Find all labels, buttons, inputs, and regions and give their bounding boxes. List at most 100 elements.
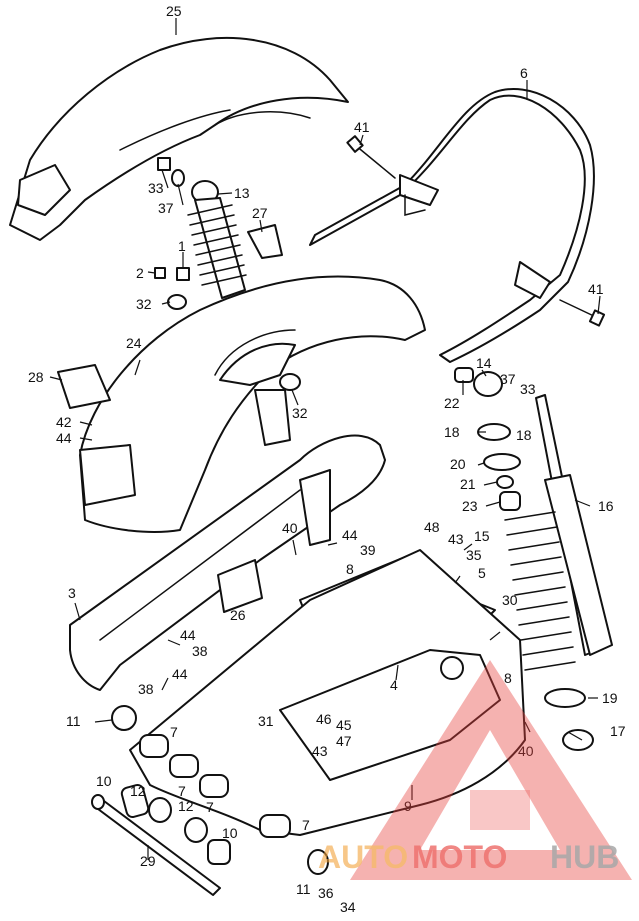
callout-1: 1 [178, 238, 186, 254]
callout-20: 20 [450, 456, 466, 472]
part-10-collar-b [207, 839, 231, 865]
callout-5: 5 [478, 565, 486, 581]
part-15-spring [504, 511, 576, 671]
part-13-shock-absorber [187, 180, 247, 299]
callout-45: 45 [336, 717, 352, 733]
part-17-adjuster [562, 729, 594, 751]
callout-35: 35 [466, 547, 482, 563]
callout-7b: 7 [178, 783, 186, 799]
callout-16: 16 [598, 498, 614, 514]
part-20-ring [483, 453, 521, 471]
callout-44c: 44 [180, 627, 196, 643]
callout-40b: 40 [518, 743, 534, 759]
callout-19: 19 [602, 690, 618, 706]
callout-39: 39 [360, 542, 376, 558]
callout-18b: 18 [516, 427, 532, 443]
callout-12b: 12 [178, 798, 194, 814]
watermark-logo: AUTO MOTO HUB [318, 660, 632, 880]
watermark-text-moto: MOTO [412, 839, 507, 875]
part-16-shock-absorber-body [535, 394, 613, 656]
callout-44a: 44 [56, 430, 72, 446]
part-32-bolt-right [279, 373, 301, 391]
part-3-chain-case [69, 434, 386, 691]
callout-17: 17 [610, 723, 626, 739]
part-21-collar [496, 475, 514, 489]
part-9-swing-arm [129, 549, 526, 836]
part-41-bolt-right [559, 299, 606, 327]
callout-42: 42 [56, 414, 72, 430]
callout-37b: 37 [500, 371, 516, 387]
part-7-bushing-b [169, 754, 199, 778]
callout-43b: 43 [312, 743, 328, 759]
callout-37a: 37 [158, 200, 174, 216]
part-10-collar-a [120, 784, 150, 818]
part-7-bushing-c [199, 774, 229, 798]
part-1-nut [176, 267, 190, 281]
callout-2: 2 [136, 265, 144, 281]
callout-34: 34 [340, 899, 356, 915]
callout-7a: 7 [170, 724, 178, 740]
part-2-washer [154, 267, 166, 279]
callout-21: 21 [460, 476, 476, 492]
callout-7d: 7 [302, 817, 310, 833]
callout-14: 14 [476, 355, 492, 371]
part-28-reflector [57, 364, 111, 409]
part-29-pivot-shaft [91, 794, 221, 896]
callout-7c: 7 [206, 799, 214, 815]
part-23-bump-stop [499, 491, 521, 511]
part-24-lower-fender [79, 275, 426, 533]
part-12-spacer-a [148, 797, 172, 823]
callout-38a: 38 [192, 643, 208, 659]
callout-32b: 32 [292, 405, 308, 421]
callout-41b: 41 [588, 281, 604, 297]
callout-28: 28 [28, 369, 44, 385]
callout-18a: 18 [444, 424, 460, 440]
part-41-bolt-upper [346, 135, 396, 179]
callout-36: 36 [318, 885, 334, 901]
callout-25: 25 [166, 3, 182, 19]
part-37-washer-upper [171, 169, 185, 187]
callout-22: 22 [444, 395, 460, 411]
watermark-triangle-icon [350, 660, 632, 880]
callout-4: 4 [390, 677, 398, 693]
part-11-seal-upper [111, 705, 137, 731]
callout-43a: 43 [448, 531, 464, 547]
watermark-text-hub: HUB [550, 839, 619, 875]
part-12-spacer-b [184, 817, 208, 843]
callout-46: 46 [316, 711, 332, 727]
callout-11b: 11 [296, 881, 311, 897]
callout-6: 6 [520, 65, 528, 81]
callout-10a: 10 [96, 773, 112, 789]
part-14-top-mount [473, 371, 503, 397]
part-7-bushing-d [259, 814, 291, 838]
callout-10b: 10 [222, 825, 238, 841]
callout-11a: 11 [66, 713, 81, 729]
part-7-bushing-a [139, 734, 169, 758]
callout-9: 9 [404, 798, 412, 814]
callout-labels: 25 6 41 33 37 13 27 1 2 32 41 24 28 42 4… [28, 3, 626, 915]
callout-32a: 32 [136, 296, 152, 312]
callout-38b: 38 [138, 681, 154, 697]
part-27-bracket [247, 224, 283, 259]
part-8-pivot-collar [440, 656, 464, 680]
callout-47: 47 [336, 733, 352, 749]
callout-23: 23 [462, 498, 478, 514]
callout-8a: 8 [346, 561, 354, 577]
part-25-rear-fender [9, 36, 349, 241]
callout-15: 15 [474, 528, 490, 544]
part-6-grab-rail [309, 87, 595, 363]
callout-3: 3 [68, 585, 76, 601]
leader-lines [49, 18, 601, 860]
callout-24: 24 [126, 335, 142, 351]
callout-31: 31 [258, 713, 274, 729]
callout-33b: 33 [520, 381, 536, 397]
callout-29: 29 [140, 853, 156, 869]
callout-8b: 8 [504, 670, 512, 686]
callout-44b: 44 [342, 527, 358, 543]
callout-44d: 44 [172, 666, 188, 682]
callout-33a: 33 [148, 180, 164, 196]
callout-48: 48 [424, 519, 440, 535]
part-19-spring-ring [544, 688, 586, 708]
callout-30: 30 [502, 592, 518, 608]
